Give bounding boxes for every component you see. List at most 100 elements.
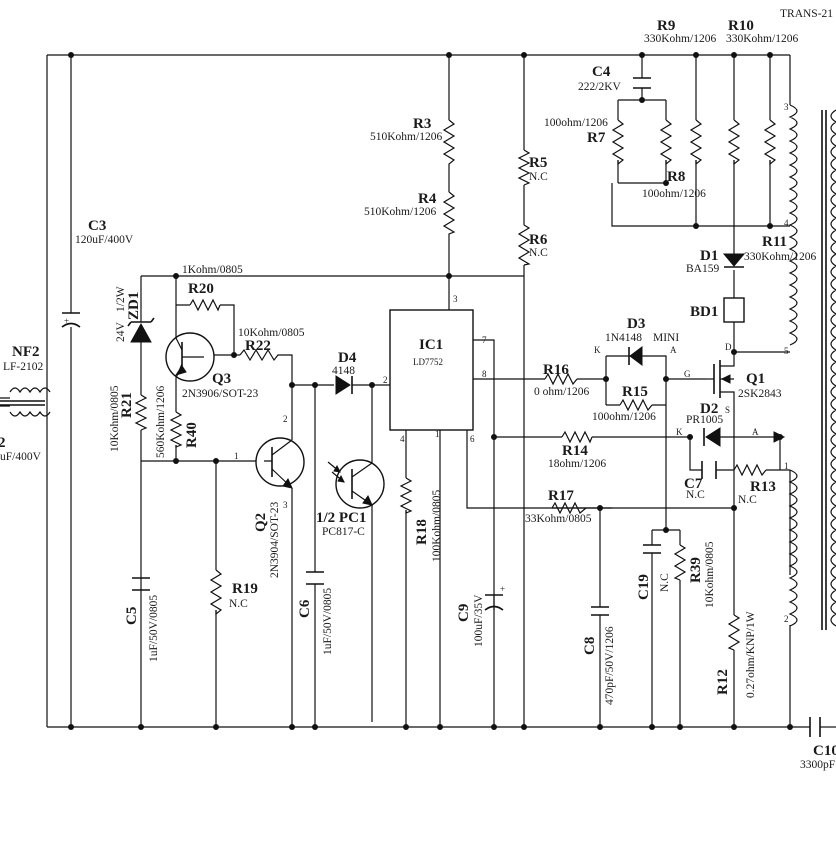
trans-pin-2: 2	[784, 614, 789, 624]
c8-capacitor-symbol	[591, 606, 609, 616]
r14-ref: R14	[562, 443, 588, 459]
c7-ref: C7	[684, 476, 703, 492]
left-cap-value: uF/400V	[0, 451, 42, 463]
q2-ref: Q2	[253, 513, 269, 532]
r10-ref: R10	[728, 18, 754, 34]
ic1-pin-4: 4	[400, 434, 405, 444]
pc1-phototransistor-symbol	[327, 459, 385, 509]
r12-resistor-symbol	[727, 614, 741, 651]
q2-part: 2N3904/SOT-23	[269, 502, 281, 578]
r17-resistor-symbol	[551, 501, 587, 515]
d4-part: 4148	[332, 365, 355, 377]
r15-resistor-symbol	[619, 398, 653, 412]
bus-resistor-value: 1Kohm/0805	[182, 264, 243, 276]
r39-value: 10Kohm/0805	[704, 541, 716, 608]
d3-pin-a: A	[670, 345, 677, 355]
zd1-zener-symbol	[127, 317, 155, 343]
c4-value: 222/2KV	[578, 81, 622, 93]
r40-resistor-symbol	[169, 411, 183, 448]
zd1-voltage: 24V	[115, 322, 127, 343]
r8-value: 100ohm/1206	[642, 188, 706, 200]
r6-ref: R6	[529, 232, 548, 248]
ic1-pin-1: 1	[435, 429, 440, 439]
c19-ref: C19	[636, 574, 652, 600]
svg-text:+: +	[64, 316, 69, 326]
c3-ref: C3	[88, 218, 106, 234]
q2-pin-1: 1	[234, 451, 239, 461]
r18-resistor-symbol	[399, 477, 413, 514]
r39-ref: R39	[688, 557, 704, 583]
r19-value: N.C	[229, 598, 248, 610]
r8-ref: R8	[667, 169, 685, 185]
ic1-pin-8: 8	[482, 369, 487, 379]
d3-diode-symbol	[628, 346, 643, 366]
d3-pin-k: K	[594, 345, 601, 355]
wires	[0, 54, 810, 728]
ic1-pin-2: 2	[383, 375, 388, 385]
ic1-ref: IC1	[419, 337, 443, 353]
q1-pin-g: G	[684, 369, 691, 379]
r6-value: N.C	[529, 247, 548, 259]
r19-resistor-symbol	[209, 569, 223, 616]
q3-transistor-symbol	[165, 305, 215, 382]
r11-resistor-symbol	[763, 119, 777, 166]
trans-pin-4: 4	[784, 218, 789, 228]
r5-value: N.C	[529, 171, 548, 183]
c10-capacitor-symbol	[809, 717, 836, 737]
zd1-rating: 1/2W	[115, 286, 127, 312]
d1-ref: D1	[700, 248, 718, 264]
r5-resistor-symbol	[517, 149, 531, 186]
r21-resistor-symbol	[134, 394, 148, 431]
transformer-symbol	[788, 104, 836, 630]
r22-resistor-symbol	[239, 348, 282, 362]
d3-part: 1N4148	[605, 332, 642, 344]
c8-ref: C8	[582, 637, 598, 655]
c7-value: N.C	[686, 489, 705, 501]
r15-value: 100ohm/1206	[592, 411, 656, 423]
c9-ref: C9	[456, 604, 472, 622]
q3-ref: Q3	[212, 371, 231, 387]
q1-pin-s: S	[725, 405, 730, 415]
d2-part: PR1005	[686, 414, 723, 426]
trans-pin-5: 5	[784, 346, 789, 356]
ic1-part: LD7752	[413, 357, 443, 367]
d1-value: BA159	[686, 263, 719, 275]
q2-pin-2: 2	[283, 414, 288, 424]
q1-part: 2SK2843	[738, 388, 782, 400]
r18-ref: R18	[414, 519, 430, 545]
trans-pin-1: 1	[784, 461, 789, 471]
zd1-ref: ZD1	[126, 292, 142, 320]
q1-mosfet-symbol	[706, 352, 735, 400]
r3-ref: R3	[413, 116, 431, 132]
q2-pin-3: 3	[283, 500, 288, 510]
nf2-value: LF-2102	[3, 361, 44, 373]
r18-value: 100Kohm/0805	[431, 490, 443, 562]
r20-ref: R20	[188, 281, 214, 297]
pc1-ref: 1/2 PC1	[316, 510, 366, 526]
d4-diode-symbol	[335, 375, 353, 395]
r15-ref: R15	[622, 384, 648, 400]
pc1-part: PC817-C	[322, 526, 365, 538]
r4-resistor-symbol	[442, 191, 456, 238]
c5-ref: C5	[124, 607, 140, 625]
c5-capacitor-symbol	[132, 577, 150, 591]
c6-ref: C6	[297, 599, 313, 618]
r40-ref: R40	[184, 422, 200, 448]
c10-value: 3300pF	[800, 759, 835, 771]
r11-value: 330Kohm/1206	[744, 251, 816, 263]
r16-ref: R16	[543, 362, 569, 378]
pin-numbers: 3 7 8 2 4 1 6 1 2 3 G D S K A K A 3 4 5 …	[234, 102, 789, 624]
r16-resistor-symbol	[544, 372, 578, 386]
c3-value: 120uF/400V	[75, 234, 134, 246]
r22-value: 10Kohm/0805	[238, 327, 305, 339]
r14-value: 18ohm/1206	[548, 458, 606, 470]
r16-value: 0 ohm/1206	[534, 386, 590, 398]
c6-value: 1uF/50V/0805	[322, 588, 334, 655]
c19-value: N.C	[659, 573, 671, 592]
junction-dots	[68, 52, 793, 730]
r22-ref: R22	[245, 338, 271, 354]
left-cap-ref: 2	[0, 435, 6, 451]
r19-ref: R19	[232, 581, 258, 597]
svg-text:+: +	[500, 584, 505, 594]
